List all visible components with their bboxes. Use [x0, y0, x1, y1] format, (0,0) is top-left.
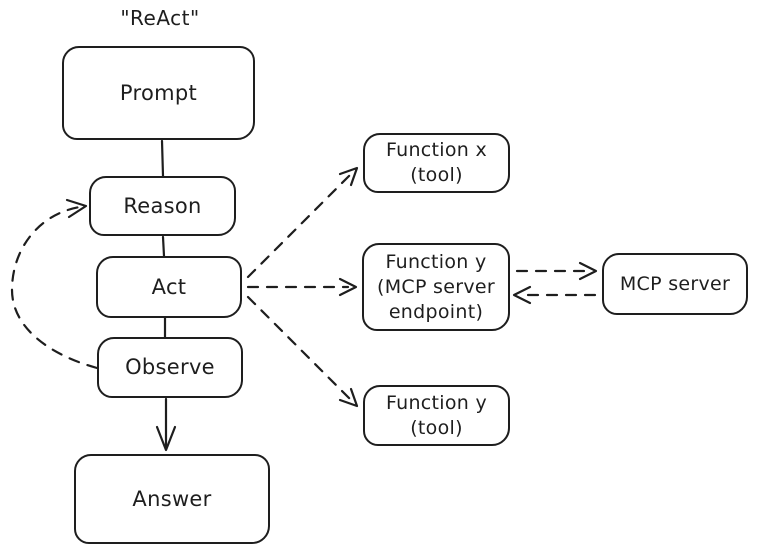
arrowhead-observe-reason	[65, 198, 88, 219]
arrow-act-function-x	[246, 172, 353, 279]
node-function-y-tool-line1: Function y	[385, 391, 488, 414]
arrowhead-act-function-x	[338, 166, 359, 187]
arrowhead-functiony-to-mcpserver	[578, 261, 598, 281]
arrowhead-mcpserver-to-functiony	[512, 285, 532, 305]
node-function-y-mcp-line2: (MCP server	[376, 275, 495, 298]
node-mcp-server-label: MCP server	[619, 272, 731, 295]
node-prompt: Prompt	[62, 46, 255, 140]
diagram-title: "ReAct"	[120, 6, 200, 30]
arrowhead-act-function-y-tool	[338, 387, 359, 408]
arrowhead-act-function-y-mcp	[338, 277, 358, 297]
node-act-label: Act	[151, 274, 187, 299]
node-prompt-label: Prompt	[119, 80, 198, 105]
node-function-y-mcp-line3: endpoint)	[388, 300, 484, 323]
node-answer: Answer	[74, 454, 270, 544]
node-function-x-line1: Function x	[385, 139, 488, 161]
arrow-observe-reason-loop	[10, 205, 99, 370]
node-reason: Reason	[89, 176, 236, 236]
node-function-y-mcp-endpoint: Function y (MCP server endpoint)	[362, 243, 510, 331]
node-observe: Observe	[97, 337, 243, 398]
node-act: Act	[96, 256, 242, 318]
node-reason-label: Reason	[123, 193, 202, 218]
line-reason-act	[161, 235, 166, 258]
node-function-y-tool: Function y (tool)	[363, 385, 510, 446]
arrowhead-observe-answer	[155, 425, 177, 452]
node-function-y-mcp-line1: Function y	[385, 250, 487, 273]
node-mcp-server: MCP server	[602, 253, 748, 315]
arrow-act-function-y-tool	[246, 295, 353, 402]
line-prompt-reason	[160, 139, 165, 178]
node-function-x-tool: Function x (tool)	[363, 133, 510, 193]
node-observe-label: Observe	[125, 355, 215, 379]
node-function-y-tool-line2: (tool)	[410, 416, 463, 439]
node-function-x-line2: (tool)	[410, 164, 463, 186]
node-answer-label: Answer	[132, 486, 212, 511]
